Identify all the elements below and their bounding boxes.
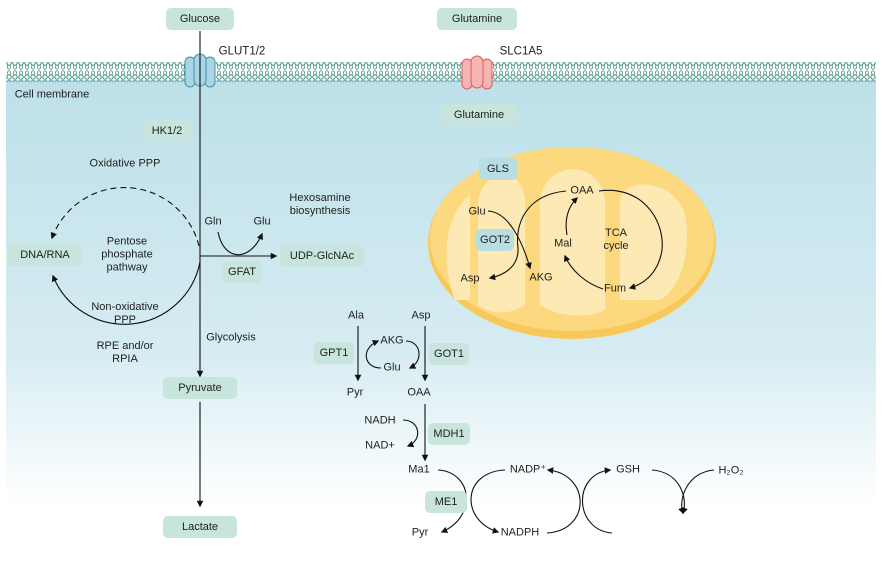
h2o2-label: H₂O₂ [718, 464, 744, 477]
got2-enzyme-box: GOT2 [476, 229, 514, 251]
dna-rna-node: DNA/RNA [8, 244, 82, 266]
nadph-label: NADPH [500, 526, 540, 539]
oaa-label: OAA [407, 386, 431, 399]
non-oxidative-ppp-label: Non-oxidative PPP [91, 301, 159, 326]
mal-to-oaa-arrow [565, 197, 578, 236]
glycolysis-label: Glycolysis [206, 331, 256, 344]
ala-label: Ala [348, 309, 364, 322]
mito-fum-label: Fum [604, 282, 626, 295]
glucose-extracellular-node: Glucose [166, 8, 234, 30]
glu-to-akg-arrow [487, 210, 532, 270]
nadh-to-nad-arrow [402, 419, 419, 448]
gpt1-enzyme-box: GPT1 [314, 342, 354, 364]
mito-akg-label: AKG [529, 271, 553, 284]
hk-enzyme-box: HK1/2 [142, 120, 192, 142]
mito-mal-label: Mal [554, 237, 572, 250]
glu-label: Glu [383, 361, 401, 374]
slc1a5-label: SLC1A5 [499, 45, 543, 58]
nadh-label: NADH [364, 414, 396, 427]
akg-label: AKG [380, 334, 404, 347]
glut-label: GLUT1/2 [218, 45, 266, 58]
slc1a5-transporter-icon [461, 55, 493, 90]
non-oxidative-ppp-arrow [51, 261, 201, 325]
gls-enzyme-box: GLS [479, 158, 517, 180]
h2o2-reaction-arrow [678, 469, 715, 515]
oaa-to-asp-arrow [488, 190, 567, 281]
mdh1-enzyme-box: MDH1 [428, 423, 470, 445]
glutamine-extracellular-node: Glutamine [437, 8, 517, 30]
mito-glu-label: Glu [468, 205, 486, 218]
lactate-node: Lactate [163, 516, 237, 538]
nadp-to-nadph-arrow [470, 469, 506, 534]
got1-enzyme-box: GOT1 [429, 343, 469, 365]
nad-label: NAD+ [365, 439, 395, 452]
me1-enzyme-box: ME1 [425, 491, 467, 513]
mitochondrion [428, 147, 716, 339]
pyruvate-node: Pyruvate [163, 377, 237, 399]
ppp-center-label: Pentose phosphate pathway [101, 235, 153, 274]
pyr-label: Pyr [346, 386, 364, 399]
gln-label: Gln [204, 215, 222, 228]
gln-glu-arrow [217, 231, 263, 256]
nadph-to-nadp-arrow [546, 467, 581, 534]
hexosamine-title: Hexosamine biosynthesis [289, 192, 351, 217]
asp-label: Asp [411, 309, 431, 322]
gssg-to-gsh-arrow [581, 467, 613, 534]
akg-to-glu-got1-arrow [405, 340, 420, 369]
udp-glcnac-node: UDP-GlcNAc [280, 245, 364, 267]
rpe-rpia-label: RPE and/or RPIA [96, 340, 154, 365]
oxidative-ppp-label: Oxidative PPP [89, 157, 161, 170]
glutamine-intracellular-node: Glutamine [440, 104, 518, 126]
mito-oaa-label: OAA [570, 184, 594, 197]
mal-label: Ma1 [408, 463, 430, 476]
gsh-label: GSH [616, 463, 640, 476]
glu-to-akg-gpt1-arrow [365, 340, 382, 369]
glu-hexosamine-label: Glu [253, 215, 271, 228]
fum-to-mal-arrow [564, 254, 604, 290]
cell-membrane-label: Cell membrane [14, 88, 90, 101]
cell-membrane [6, 62, 876, 82]
pyr-redox-label: Pyr [411, 526, 429, 539]
mito-asp-label: Asp [460, 272, 480, 285]
oaa-to-fum-arrow [598, 189, 663, 290]
gfat-enzyme-box: GFAT [222, 261, 262, 283]
tca-cycle-label: TCA cycle [603, 227, 629, 252]
nadp-label: NADP⁺ [509, 463, 547, 476]
